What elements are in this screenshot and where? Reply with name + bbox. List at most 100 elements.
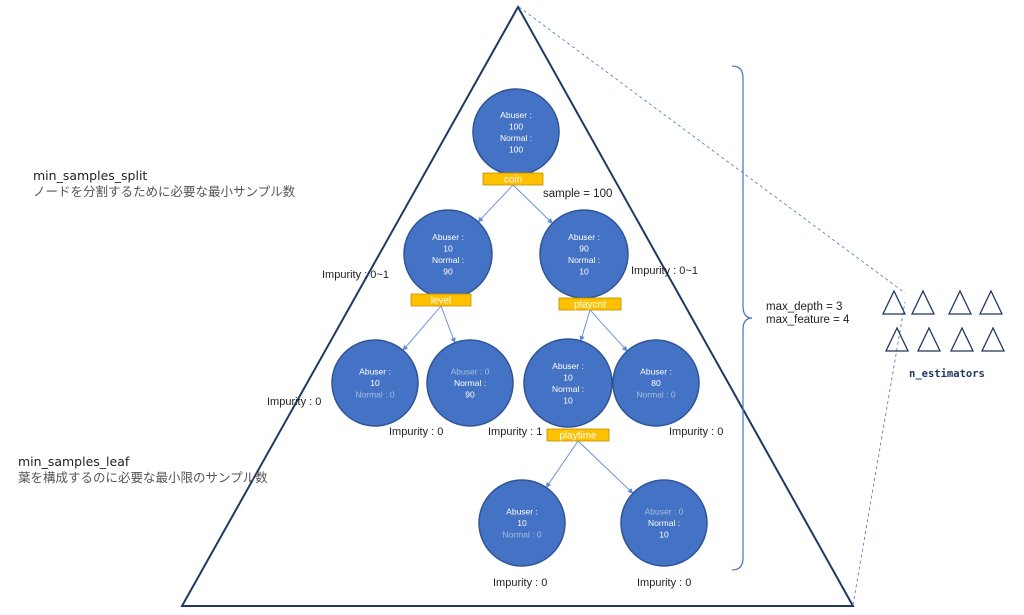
node-circle: [620, 479, 708, 567]
impurity-r1: Impurity : 0~1: [631, 265, 698, 277]
tree-edges: [402, 184, 634, 494]
split-labels: coin level playcnt playtime: [410, 172, 622, 442]
min-samples-split-title: min_samples_split: [33, 168, 148, 183]
estimator-triangle: [881, 289, 907, 315]
node-text: Abuser : 0: [451, 367, 490, 377]
estimator-triangle: [884, 326, 910, 352]
split-playtime: playtime: [546, 428, 610, 442]
node-text: 10: [563, 395, 573, 405]
split-box: [558, 297, 622, 311]
node-text: 10: [517, 518, 527, 528]
estimator-triangle: [980, 326, 1006, 352]
node-text: 100: [509, 144, 523, 154]
split-label: playtime: [559, 431, 597, 442]
split-label: playcnt: [574, 300, 606, 311]
min-samples-split-description: ノードを分割するために必要な最小サンプル数: [33, 184, 296, 199]
split-coin: coin: [482, 172, 544, 186]
node-text: Abuser :: [552, 361, 584, 371]
node-text: Abuser :: [640, 367, 672, 377]
node-text: Normal :: [568, 255, 600, 265]
node-circle: [612, 339, 700, 427]
min-samples-leaf-description: 葉を構成するのに必要な最小限のサンプル数: [18, 470, 268, 485]
split-level: level: [410, 293, 472, 307]
estimator-triangles: [881, 289, 1006, 352]
split-label: coin: [504, 175, 522, 186]
node-text: Normal :: [648, 518, 680, 528]
zoom-dashed-line-bottom: [852, 301, 906, 606]
impurity-rll: Impurity : 0: [493, 577, 547, 589]
node-text: 10: [563, 372, 573, 382]
node-text: Normal :: [432, 255, 464, 265]
node-text: Abuser :: [500, 110, 532, 120]
zoom-dashed-line-top: [518, 6, 906, 294]
edge-playtime-rll: [545, 440, 579, 488]
node-circle: [523, 338, 613, 428]
edge-playcnt-rl: [579, 309, 591, 342]
node-text: 10: [370, 378, 380, 388]
node-text: 10: [443, 243, 453, 253]
node-text: Normal :: [552, 384, 584, 394]
impurity-rl: Impurity : 1: [488, 426, 542, 438]
node-text: Abuser : 0: [645, 507, 684, 517]
max-depth-label: max_depth = 3: [766, 301, 843, 313]
min-samples-leaf-block: min_samples_leaf 葉を構成するのに必要な最小限のサンプル数: [18, 454, 268, 486]
node-text: 100: [509, 121, 523, 131]
estimator-triangle: [916, 326, 942, 352]
split-box: [410, 293, 472, 307]
min-samples-split-block: min_samples_split ノードを分割するために必要な最小サンプル数: [33, 168, 295, 200]
node-text: Abuser :: [432, 232, 464, 242]
impurity-ll: Impurity : 0: [267, 396, 321, 408]
node-text: Abuser :: [568, 232, 600, 242]
node-text: 10: [659, 530, 669, 540]
impurity-l1: Impurity : 0~1: [322, 269, 389, 281]
edge-coin-l1: [477, 184, 514, 223]
n-estimators-label: n_estimators: [909, 368, 985, 380]
node-circle: [478, 479, 566, 567]
edge-coin-r1: [512, 184, 553, 224]
estimator-triangle: [949, 326, 975, 352]
split-label: level: [431, 296, 452, 307]
node-text: Normal :: [500, 133, 532, 143]
estimator-triangle: [978, 289, 1004, 315]
sample-label: sample = 100: [543, 188, 612, 200]
node-text: 90: [579, 243, 589, 253]
split-box: [546, 428, 610, 442]
impurity-rr: Impurity : 0: [669, 426, 723, 438]
split-box: [482, 172, 544, 186]
depth-bracket: [731, 65, 753, 571]
estimator-triangle: [910, 289, 936, 315]
node-text: 80: [651, 378, 661, 388]
edge-level-ll: [402, 305, 442, 351]
min-samples-leaf-title: min_samples_leaf: [18, 454, 130, 469]
tree-triangle-outline: [180, 4, 855, 607]
edge-level-lr: [440, 305, 456, 344]
max-feature-label: max_feature = 4: [766, 314, 850, 326]
node-text: Normal : 0: [502, 530, 541, 540]
node-circle: [331, 339, 419, 427]
node-text: Abuser :: [506, 507, 538, 517]
node-text: Normal : 0: [636, 390, 675, 400]
impurity-rlr: Impurity : 0: [637, 577, 691, 589]
node-text: Abuser :: [359, 367, 391, 377]
node-text: Normal : 0: [355, 390, 394, 400]
split-playcnt: playcnt: [558, 297, 622, 311]
node-text: 90: [443, 266, 453, 276]
params-block: max_depth = 3 max_feature = 4: [766, 301, 849, 327]
node-text: 10: [579, 266, 589, 276]
estimator-triangle: [947, 289, 973, 315]
node-circle: [426, 339, 514, 427]
edge-playtime-rlr: [577, 440, 634, 494]
edge-playcnt-rr: [589, 309, 628, 352]
